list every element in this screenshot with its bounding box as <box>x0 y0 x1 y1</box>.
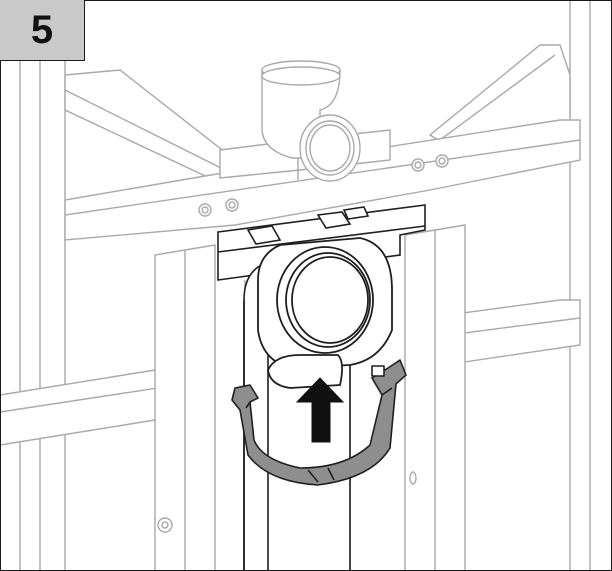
elbow-pipe <box>261 60 361 182</box>
pipe-connector <box>257 237 393 389</box>
step-number-badge: 5 <box>0 0 85 61</box>
push-up-arrow <box>295 377 345 443</box>
pipe-clamp <box>231 359 407 486</box>
step-number: 5 <box>30 8 54 52</box>
